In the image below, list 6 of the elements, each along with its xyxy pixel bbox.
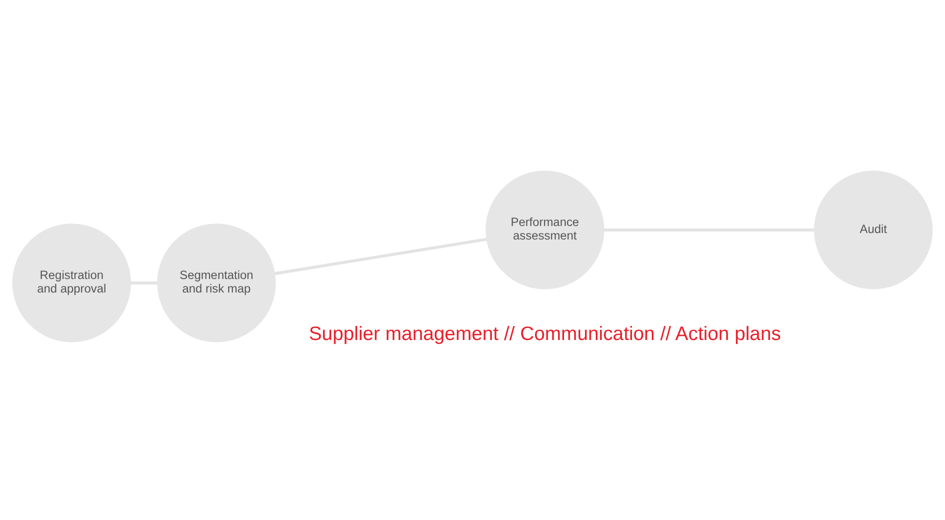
node-circle: Performance assessment — [486, 170, 604, 290]
node-circle: Segmentation and risk map — [157, 224, 276, 342]
node-circle: Audit — [814, 170, 933, 290]
node-circle: Registration and approval — [12, 224, 131, 342]
label: Supplier management // Communication // Action plans — [308, 322, 781, 345]
connector — [274, 238, 487, 276]
